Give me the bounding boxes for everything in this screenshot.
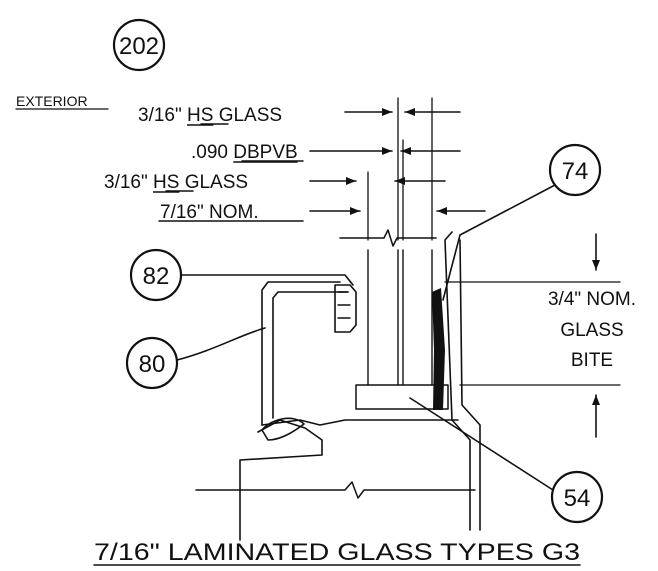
- callout-74-label: 74: [562, 158, 589, 185]
- dimension-labels: 3/16" HS GLASS .090 DBPVB 3/16" HS GLASS…: [104, 105, 304, 223]
- bite-line3: BITE: [571, 350, 613, 371]
- exterior-label: EXTERIOR: [15, 93, 109, 110]
- inner-glass-label: 3/16" HS GLASS: [104, 172, 248, 193]
- outer-glass-label: 3/16" HS GLASS: [138, 105, 282, 126]
- callout-202: 202: [112, 18, 166, 72]
- callout-54: 54: [550, 470, 604, 524]
- title-text: 7/16" LAMINATED GLASS TYPES G3: [94, 539, 580, 566]
- laminated-glass-section: [339, 97, 449, 410]
- callout-202-label: 202: [119, 33, 159, 60]
- sealant-bead: [432, 288, 445, 410]
- bite-line1: 3/4" NOM.: [548, 289, 636, 310]
- interlayer-label: .090 DBPVB: [191, 142, 298, 163]
- callout-80-label: 80: [139, 351, 166, 378]
- bite-line2: GLASS: [560, 320, 623, 341]
- overall-thickness-label: 7/16" NOM.: [160, 202, 259, 223]
- callout-82-label: 82: [143, 263, 170, 290]
- callout-74: 74: [548, 143, 602, 197]
- leader-lines: [176, 184, 556, 491]
- exterior-text: EXTERIOR: [16, 93, 88, 109]
- glass-bite-label: 3/4" NOM. GLASS BITE: [548, 289, 636, 371]
- drawing-title: 7/16" LAMINATED GLASS TYPES G3: [93, 539, 581, 566]
- callout-82: 82: [129, 248, 183, 302]
- glazing-frame: [195, 231, 481, 541]
- callout-80: 80: [125, 336, 179, 390]
- callout-54-label: 54: [564, 485, 591, 512]
